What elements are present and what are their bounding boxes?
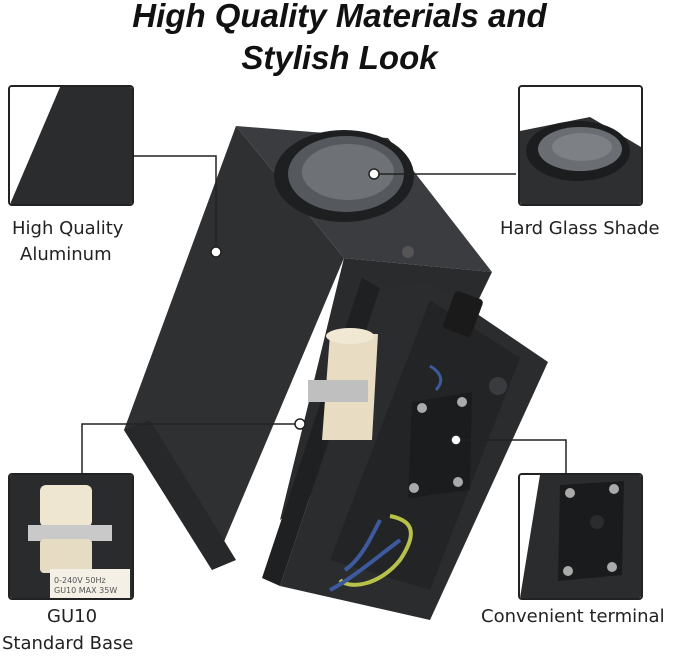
page-title-line-2: Stylish Look [241,39,438,76]
terminal-leader-line [458,439,567,474]
gu10-socket [308,328,378,440]
glass-label: Hard Glass Shade [500,218,660,239]
aluminum-label-line-2: Aluminum [20,244,112,265]
gu10-voltage-text: 0-240V 50Hz [54,576,106,585]
aluminum-leader-line [132,155,217,252]
gu10-label-line-1: GU10 [47,606,98,627]
aluminum-closeup-image [10,87,132,204]
base-leader-line [81,423,300,474]
aluminum-label-line-1: High Quality [12,218,124,239]
glass-shade-inset [518,85,643,206]
gu10-wattage-text: GU10 MAX 35W [54,586,117,595]
glass-closeup-image [520,87,641,204]
aluminum-inset [8,85,134,206]
glass-lens [274,130,414,258]
page-title-line-1: High Quality Materials and [132,0,547,34]
gu10-base-inset: 0-240V 50Hz GU10 MAX 35W [8,473,134,600]
gu10-label-line-2: Standard Base [2,633,134,654]
gu10-closeup-image: 0-240V 50Hz GU10 MAX 35W [10,475,132,598]
terminal-closeup-image [520,475,641,598]
leader-lines [81,155,567,474]
terminal-cover [262,278,548,620]
terminal-label: Convenient terminal [481,606,665,627]
terminal-inset [518,473,643,600]
